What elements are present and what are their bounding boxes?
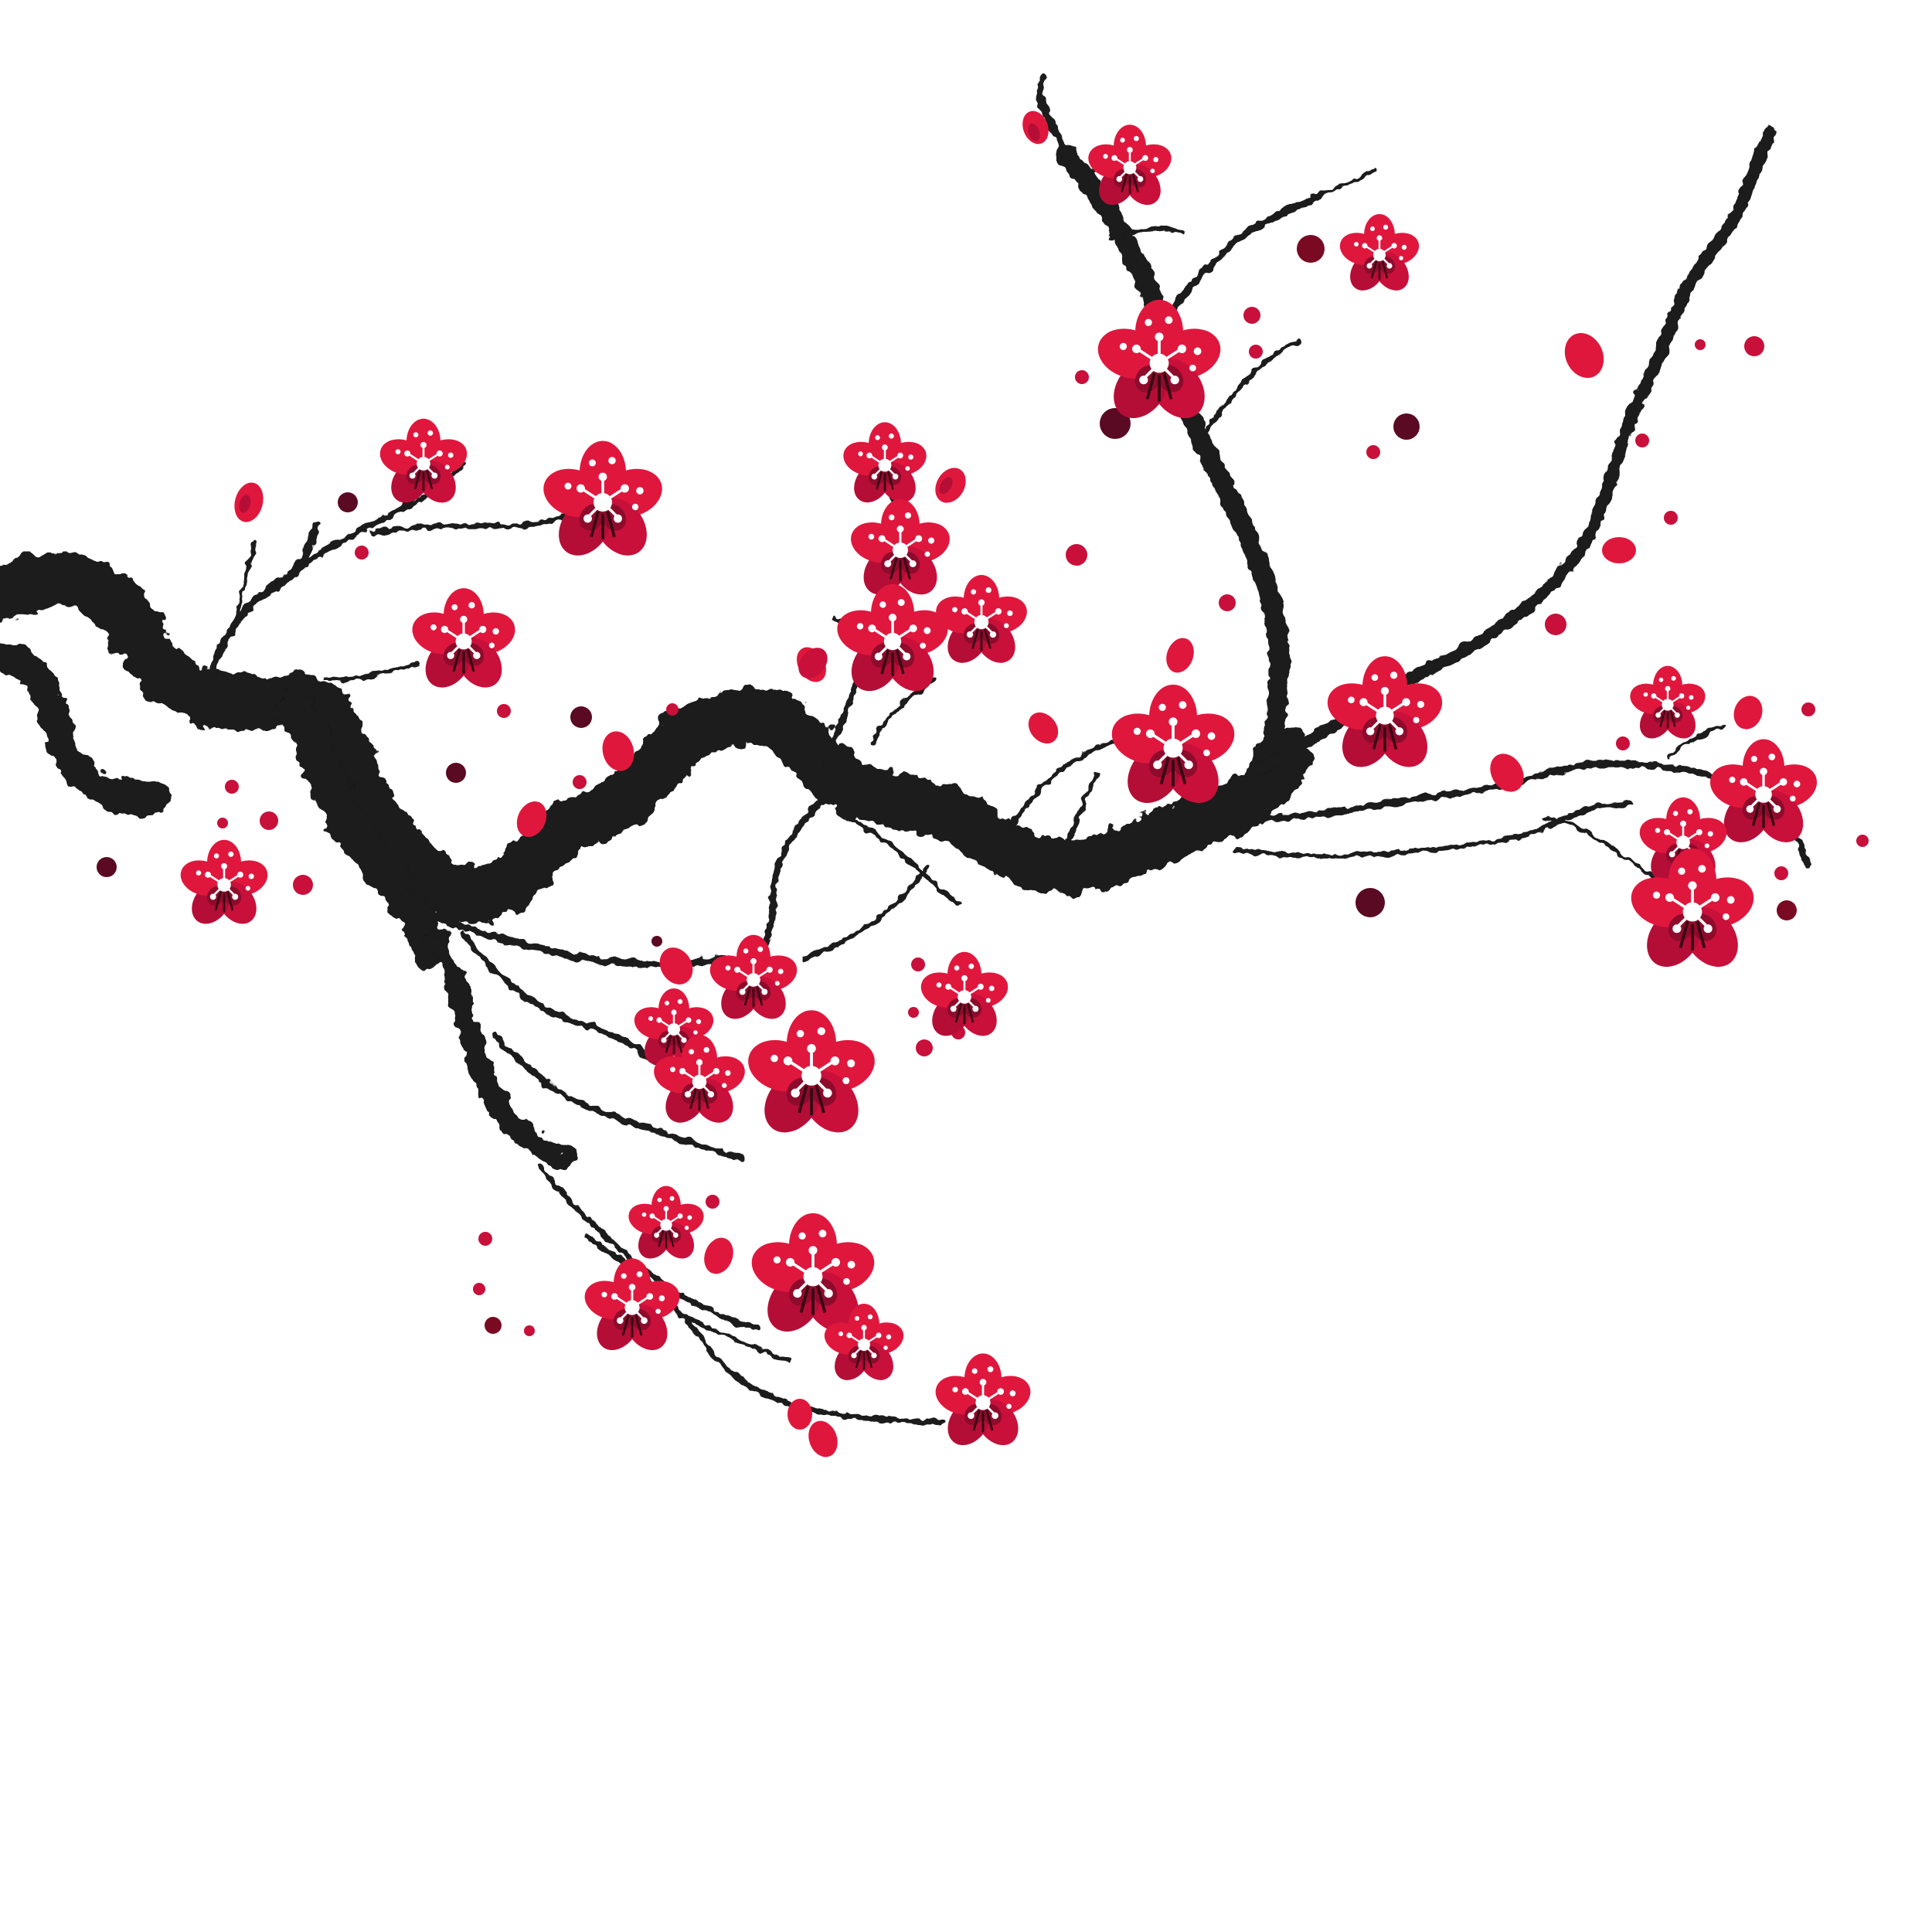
falling-petal-icon (602, 731, 634, 771)
ink-dot-icon (1777, 900, 1797, 920)
falling-petal-icon (808, 1420, 838, 1458)
ink-dot-icon (1297, 235, 1325, 263)
ink-dot-icon (1856, 835, 1869, 847)
ink-dot-icon (478, 1232, 492, 1246)
ink-dot-icon (570, 706, 592, 728)
ink-dot-icon (1100, 408, 1131, 439)
ink-dot-icon (1366, 445, 1380, 459)
ink-dot-icon (338, 492, 358, 512)
ink-dot-icon (1635, 434, 1649, 447)
ink-dot-icon (1545, 614, 1566, 635)
falling-petal-icon (659, 947, 693, 985)
falling-petal-icon (787, 1399, 812, 1430)
ink-dot-icon (293, 875, 313, 895)
falling-petal-icon (1028, 712, 1059, 744)
falling-petal-icon (798, 648, 828, 679)
ink-dot-icon (1075, 370, 1089, 384)
ink-dot-icon (573, 775, 587, 789)
ink-dot-icon (260, 811, 278, 830)
ink-branch (0, 73, 1811, 1425)
ink-dot-icon (1393, 413, 1420, 440)
ink-dot-icon (666, 703, 679, 716)
falling-petal-icon (516, 801, 547, 838)
falling-petal-icon (1564, 332, 1604, 379)
falling-petal-icon (1602, 537, 1636, 563)
ink-dot-icon (1355, 888, 1385, 917)
ink-dot-icon (1616, 736, 1630, 750)
ink-dot-icon (706, 1195, 719, 1209)
ink-dot-icon (1774, 866, 1788, 880)
ink-dot-icon (1744, 336, 1764, 356)
falling-petal-icon (1733, 696, 1763, 730)
ink-dot-icon (217, 818, 228, 828)
ink-dot-icon (908, 1007, 919, 1018)
ink-dot-icon (497, 704, 511, 718)
falling-petal-icon (704, 1237, 733, 1274)
ink-dot-icon (97, 857, 117, 877)
ink-dot-icon (1801, 702, 1815, 716)
falling-petal-icon (1490, 753, 1524, 792)
ink-dot-icon (1249, 345, 1263, 359)
ink-dot-icon (1695, 339, 1706, 350)
ink-dot-icon (524, 1325, 535, 1336)
ink-dot-icon (485, 1317, 502, 1334)
ink-dots (97, 235, 1869, 1336)
ink-dot-icon (916, 1039, 933, 1056)
ink-dot-icon (355, 546, 369, 560)
ink-dot-icon (1664, 511, 1678, 525)
falling-petal-icon (1166, 638, 1194, 673)
ink-dot-icon (225, 780, 239, 794)
ink-dot-icon (911, 957, 925, 971)
ink-dot-icon (1066, 544, 1087, 566)
ink-dot-icon (446, 763, 466, 783)
ink-dot-icon (1243, 307, 1260, 324)
ink-dot-icon (473, 1283, 485, 1295)
ink-dot-icon (651, 936, 662, 947)
ink-dot-icon (1219, 594, 1236, 611)
